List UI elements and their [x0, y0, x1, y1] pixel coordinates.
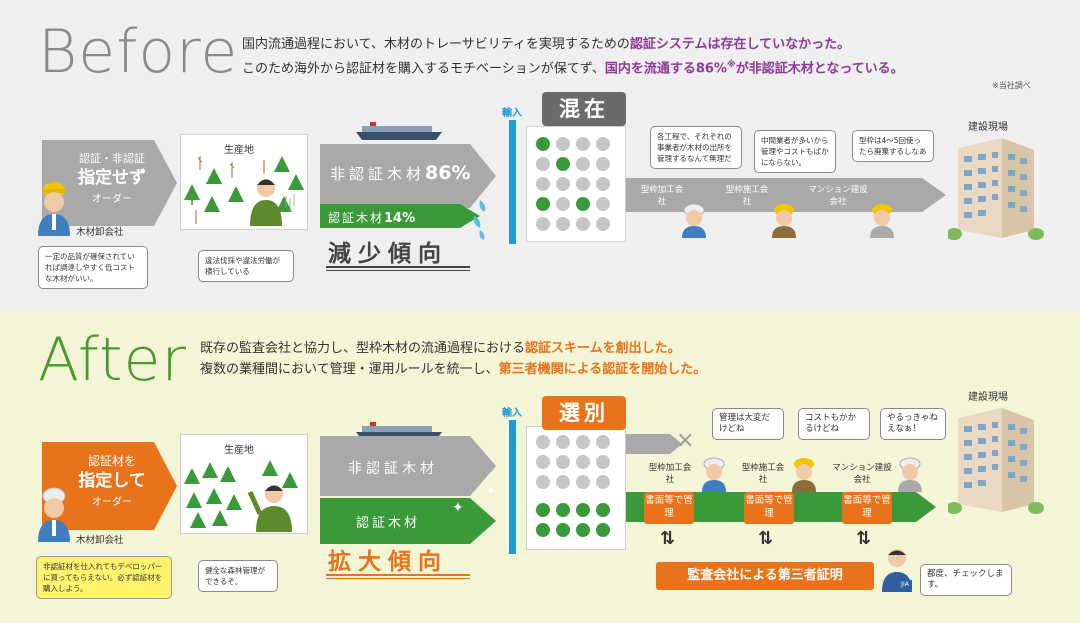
- after-order-label: 認証材を 指定して オーダー: [78, 454, 146, 508]
- after-wholesaler-label: 木材卸会社: [76, 535, 124, 546]
- before-panel: Before 国内流通過程において、木材のトレーサビリティを実現するための認証シ…: [38, 17, 1044, 289]
- before-forest-icon: [184, 156, 304, 226]
- after-doc-control-1: 書面等で管理: [644, 492, 694, 524]
- after-wholesaler-bubble: 非認証材を仕入れてもデベロッパーに買ってもらえない。必ず認証材を購入しよう。: [36, 556, 172, 599]
- after-role-1: 型枠加工会社: [648, 463, 692, 485]
- before-heading: Before: [38, 17, 239, 87]
- after-import-bar: [509, 420, 516, 554]
- before-role-bubble-3: 型枠は4〜5回使ったら廃棄するしなあ: [852, 130, 934, 162]
- before-trend-underline-2: [326, 270, 470, 271]
- before-water-drops-icon: [473, 200, 486, 240]
- updown-arrow-icon-2: ⇅: [758, 528, 774, 549]
- after-audit-bar: 監査会社による第三者証明: [656, 562, 874, 590]
- before-noncert-arrow: [320, 144, 496, 208]
- before-role-bubble-1: 各工程で、それぞれの事業者が木材の出所を管理するなんて無理だ: [650, 126, 742, 169]
- before-wholesaler-person-icon: [38, 182, 70, 236]
- before-ship-icon: [356, 122, 442, 140]
- before-origin-card: [180, 134, 308, 230]
- before-order-label: 認証・非認証 指定せず オーダー: [78, 152, 146, 205]
- after-role-2: 型枠施工会社: [741, 463, 785, 485]
- before-survey-note: ※当社調べ: [992, 81, 1031, 90]
- before-role-3: マンション建設会社: [808, 185, 868, 207]
- after-role-bubble-2: コストもかかるけどね: [798, 408, 870, 440]
- jia-badge: JIA: [898, 580, 912, 590]
- before-order-arrow: [42, 140, 177, 226]
- after-noncert-label: 非認証木材: [348, 461, 438, 477]
- after-rejected-arrow: [626, 434, 682, 454]
- after-cert-label: 認証木材: [356, 516, 421, 531]
- after-role-3: マンション建設会社: [832, 463, 892, 485]
- after-origin-title: 生産地: [224, 445, 254, 456]
- before-trend: 減少傾向: [328, 241, 448, 267]
- updown-arrow-icon-1: ⇅: [660, 528, 676, 549]
- before-cert-label: 認証木材14%: [328, 211, 416, 226]
- after-sparkle-icon: ✦: [452, 500, 464, 516]
- after-building-icon: [948, 408, 1044, 514]
- after-sparkle-icon-2: ✦: [486, 484, 497, 498]
- after-wholesaler-person-icon: [38, 487, 70, 542]
- after-site-label: 建設現場: [968, 392, 1008, 403]
- after-select-dots: [536, 435, 610, 537]
- before-role-1: 型枠加工会社: [640, 185, 684, 207]
- before-wholesaler-label: 木材卸会社: [76, 227, 124, 238]
- before-mix-tag: 混在: [542, 92, 626, 126]
- after-forest-icon: [184, 460, 298, 532]
- before-site-label: 建設現場: [968, 122, 1008, 133]
- after-order-arrow: [42, 442, 177, 530]
- before-building-icon: [948, 138, 1044, 240]
- before-wholesaler-bubble: 一定の品質が確保されていれば調達しやすく低コストな木材がいい。: [38, 246, 148, 289]
- after-heading: After: [38, 325, 188, 395]
- after-noncert-arrow: [320, 436, 496, 496]
- before-mix-dots: [536, 137, 610, 231]
- before-cert-arrow: [320, 204, 480, 228]
- after-cert-arrow: [320, 498, 496, 544]
- after-select-tag: 選別: [542, 396, 626, 430]
- before-import-label: 輸入: [502, 108, 522, 119]
- before-origin-bubble: 違法伐採や違法労働が横行している: [198, 250, 294, 282]
- before-description: 国内流通過程において、木材のトレーサビリティを実現するための認証システムは存在し…: [242, 37, 904, 77]
- before-trend-underline: [326, 266, 470, 268]
- after-trend: 拡大傾向: [328, 549, 448, 575]
- before-chain-arrow: [626, 178, 946, 212]
- after-doc-control-3: 書面等で管理: [842, 492, 892, 524]
- after-trend-underline-2: [326, 578, 470, 579]
- after-doc-control-2: 書面等で管理: [744, 492, 794, 524]
- after-description: 既存の監査会社と協力し、型枠木材の流通過程における認証スキームを創出した。 複数…: [200, 341, 707, 377]
- updown-arrow-icon-3: ⇅: [856, 528, 872, 549]
- after-trend-underline: [326, 574, 470, 576]
- before-import-bar: [509, 120, 516, 244]
- before-role-2: 型枠施工会社: [725, 185, 769, 207]
- after-import-label: 輸入: [502, 408, 522, 419]
- before-worker-icons: [682, 204, 894, 238]
- cross-icon: ×: [676, 428, 695, 453]
- after-worker-icons: [702, 457, 922, 492]
- after-role-bubble-3: やるっきゃねえなぁ！: [880, 408, 946, 440]
- before-origin-title: 生産地: [224, 145, 254, 156]
- after-audit-bubble: 都度、チェックします。: [920, 564, 1012, 596]
- before-noncert-label: 非認証木材86%: [330, 162, 471, 184]
- after-origin-bubble: 健全な森林管理ができるぞ。: [198, 560, 278, 592]
- after-role-bubble-1: 管理は大変だけどね: [712, 408, 784, 440]
- after-panel: After 既存の監査会社と協力し、型枠木材の流通過程における認証スキームを創出…: [0, 312, 1080, 623]
- before-role-bubble-2: 中間業者が多いから管理やコストもばかにならない。: [754, 130, 836, 173]
